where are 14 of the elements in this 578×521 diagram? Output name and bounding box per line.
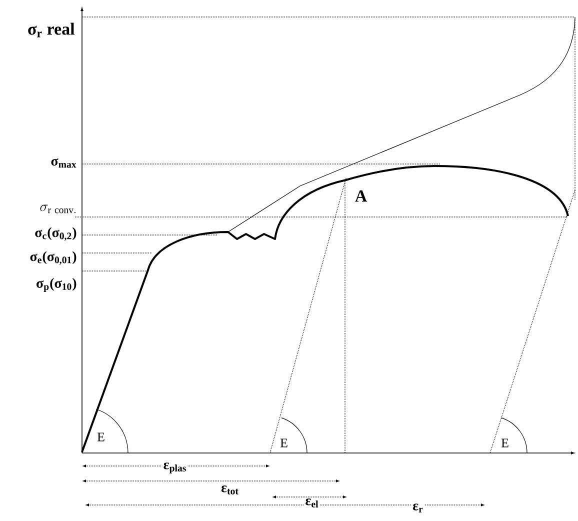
strain-label: ε$_{el}$ [304,498,320,508]
strain-label: ε$_{r}$ [412,502,424,514]
modulus-label: E [501,438,508,448]
stress-label: σ$_{c}$(σ$_{0,2}$) [35,227,76,241]
stress-label: σ$_{e}$(σ$_{0,01}$) [30,251,76,265]
stress-label: σ$_{max}$ [51,158,76,168]
stress-label: σ$_{r}$ real [28,22,75,38]
strain-label: ε$_{plas}$ [162,462,188,474]
modulus-label: E [280,438,288,448]
modulus-label: E [97,432,104,442]
point-label: A [355,190,368,202]
stress-label: $\sigma_{\mathrm{r\ conv.}}$ [40,204,76,214]
strain-label: ε$_{tot}$ [220,484,240,496]
stress-label: σ$_{p}$(σ$_{10}$) [36,278,76,292]
